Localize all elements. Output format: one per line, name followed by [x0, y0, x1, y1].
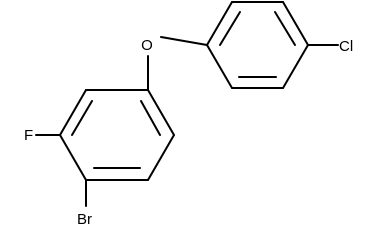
bond-left-ring-2-inner — [71, 100, 93, 136]
bond-right-ring-4 — [282, 44, 309, 89]
bond-right-ring-3 — [282, 1, 309, 46]
bond-left-ring-6-inner — [140, 100, 161, 136]
bond-left-ring-3 — [59, 134, 87, 181]
bromine-atom-label: Br — [77, 211, 92, 228]
bond-right-ring-3-inner — [274, 11, 296, 46]
bond-left-ring-2 — [59, 89, 87, 136]
bond-left-ring-6 — [147, 89, 175, 136]
bond-right-ring-1-inner — [219, 11, 241, 46]
right-benzene-ring — [206, 1, 309, 89]
fluorine-atom-label: F — [24, 127, 33, 144]
oxygen-atom-label: O — [141, 37, 153, 54]
bond-right-ring-1 — [206, 1, 233, 46]
bond-left-ring-5 — [147, 134, 175, 181]
left-benzene-ring — [59, 89, 175, 181]
chlorine-atom-label: Cl — [339, 38, 353, 55]
bond-oxygen-to-ring — [160, 36, 208, 46]
bond-right-ring-6 — [206, 44, 233, 89]
chemical-structure-diagram: O Cl F Br — [24, 1, 353, 228]
